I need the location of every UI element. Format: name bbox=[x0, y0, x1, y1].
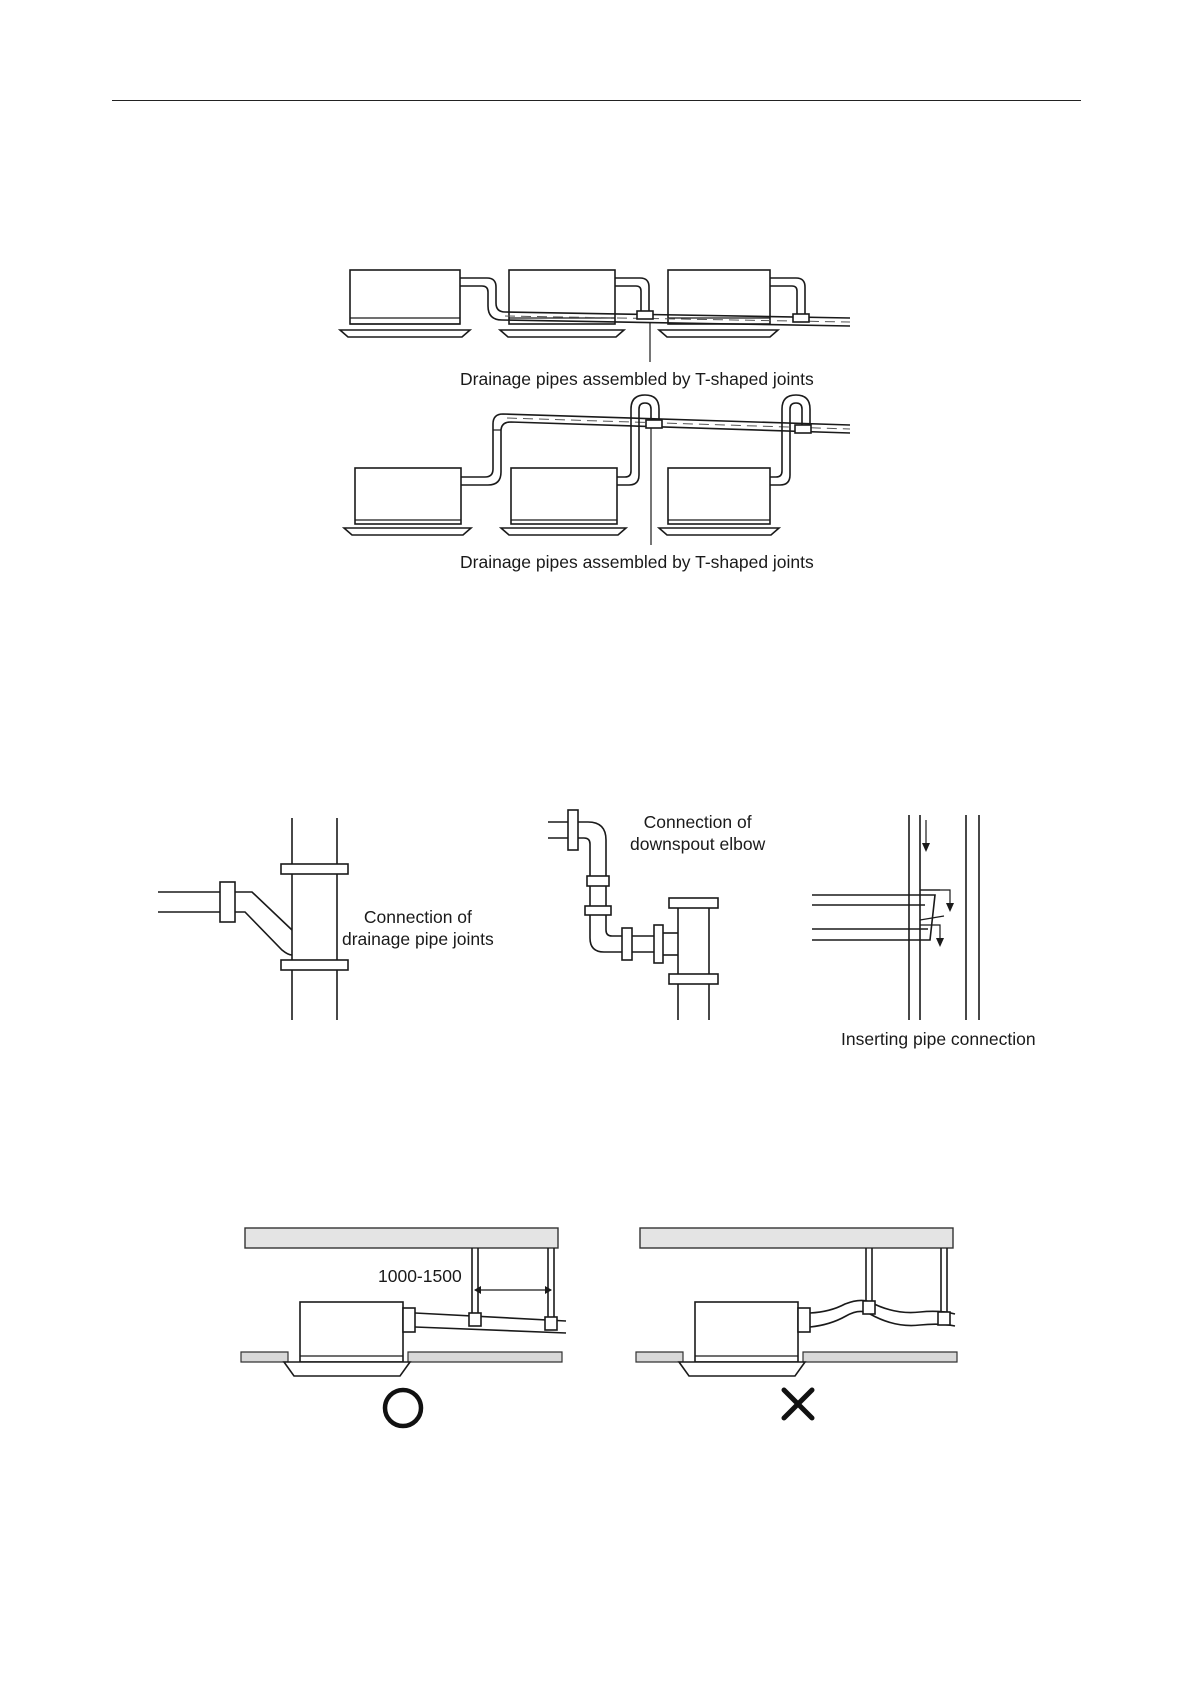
bottom-indoor-unit-3 bbox=[659, 468, 779, 535]
wrong-support-diagram bbox=[636, 1228, 957, 1418]
correct-mark-circle bbox=[385, 1390, 421, 1426]
bottom-indoor-unit-2 bbox=[501, 468, 626, 535]
drainage-joint-label: Connection of drainage pipe joints bbox=[342, 906, 494, 950]
inserting-pipe-label: Inserting pipe connection bbox=[841, 1028, 1036, 1050]
correct-support-diagram bbox=[241, 1228, 566, 1426]
t-joint-label-top: Drainage pipes assembled by T-shaped joi… bbox=[460, 368, 814, 390]
top-indoor-unit-2 bbox=[500, 270, 624, 337]
top-indoor-unit-3 bbox=[659, 270, 778, 337]
top-indoor-unit-1 bbox=[340, 270, 470, 337]
wrong-mark-cross bbox=[784, 1390, 812, 1418]
downspout-elbow-label: Connection of downspout elbow bbox=[630, 811, 765, 855]
t-joint-label-bottom: Drainage pipes assembled by T-shaped joi… bbox=[460, 551, 814, 573]
bottom-indoor-unit-1 bbox=[344, 468, 471, 535]
drainage-joint-connection bbox=[158, 818, 348, 1020]
inserting-pipe-connection bbox=[812, 815, 979, 1020]
spacing-dimension-label: 1000-1500 bbox=[378, 1265, 462, 1287]
